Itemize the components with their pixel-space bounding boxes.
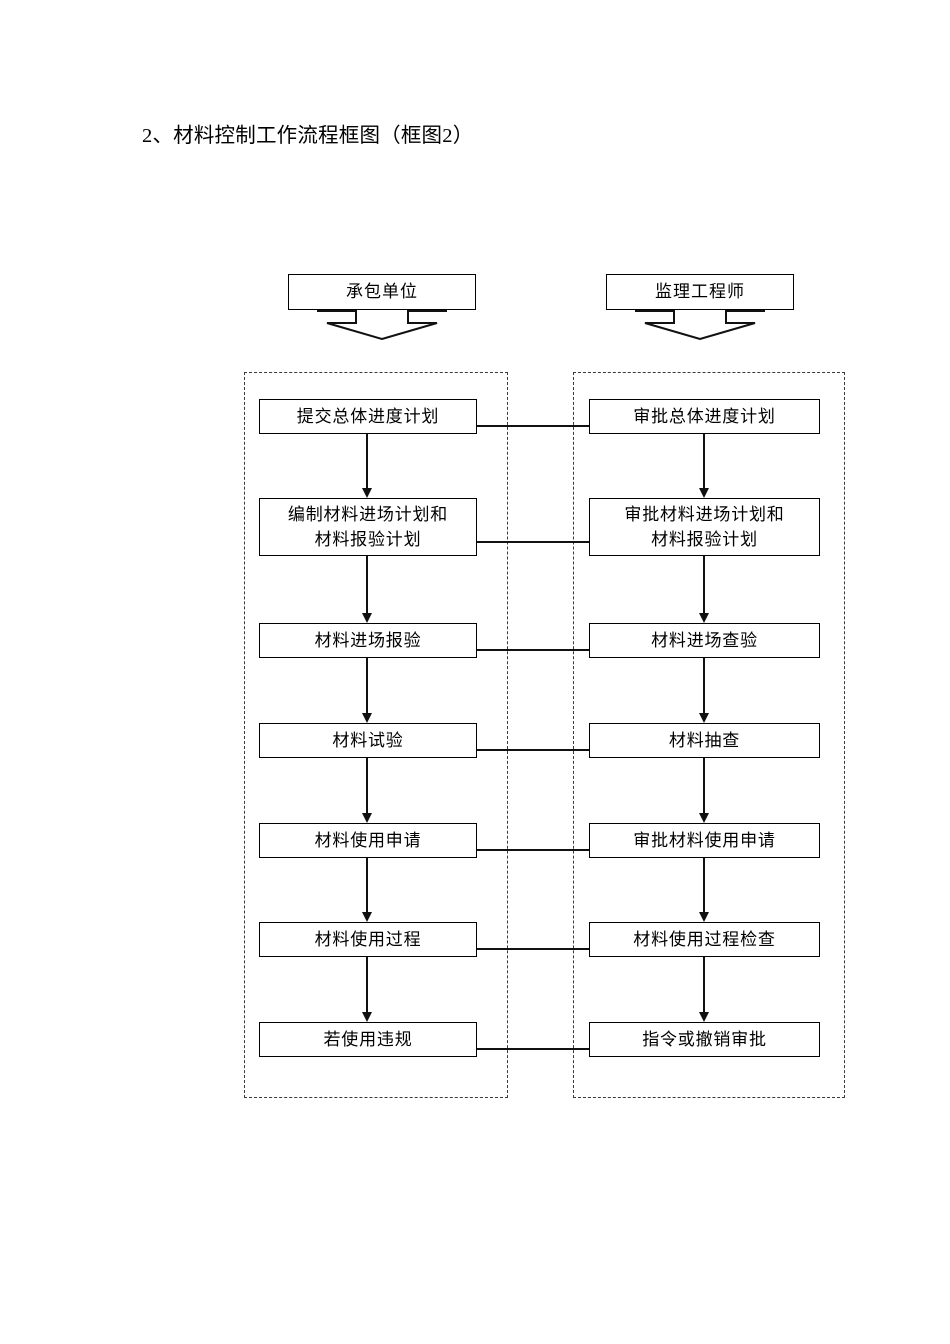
connector-row-1 (477, 425, 589, 427)
process-box-left-7-label: 若使用违规 (323, 1030, 413, 1049)
process-box-right-3-label: 材料进场查验 (651, 631, 758, 650)
connector-row-2 (477, 541, 589, 543)
down-block-arrow-icon-right (635, 310, 765, 340)
process-box-left-5-label: 材料使用申请 (314, 831, 422, 850)
process-box-right-5[interactable]: 审批材料使用申请 (589, 823, 820, 858)
arrow-down-right-4-5 (699, 758, 710, 823)
process-box-left-3[interactable]: 材料进场报验 (259, 623, 477, 658)
arrow-down-right-5-6 (699, 858, 710, 922)
arrow-down-right-6-7 (699, 957, 710, 1022)
process-box-left-7[interactable]: 若使用违规 (259, 1022, 477, 1057)
swimlane-supervisor (573, 372, 845, 1098)
process-box-left-4-label: 材料试验 (332, 731, 404, 750)
process-box-left-6-label: 材料使用过程 (314, 930, 422, 949)
arrow-down-left-1-2 (362, 434, 373, 498)
process-box-right-6[interactable]: 材料使用过程检查 (589, 922, 820, 957)
arrow-down-left-5-6 (362, 858, 373, 922)
process-box-right-6-label: 材料使用过程检查 (633, 930, 776, 949)
process-box-left-6[interactable]: 材料使用过程 (259, 922, 477, 957)
role-header-supervisor: 监理工程师 (606, 274, 794, 310)
process-box-right-4[interactable]: 材料抽查 (589, 723, 820, 758)
process-box-right-7-label: 指令或撤销审批 (642, 1030, 767, 1049)
page-title: 2、材料控制工作流程框图（框图2） (142, 125, 474, 147)
connector-row-3 (477, 649, 589, 651)
role-header-contractor-label: 承包单位 (346, 282, 418, 301)
connector-row-6 (477, 948, 589, 950)
arrow-down-right-2-3 (699, 556, 710, 623)
connector-row-4 (477, 749, 589, 751)
role-header-contractor: 承包单位 (288, 274, 476, 310)
process-box-left-3-label: 材料进场报验 (314, 631, 422, 650)
arrow-down-left-4-5 (362, 758, 373, 823)
process-box-right-2-label: 审批材料进场计划和 材料报验计划 (624, 505, 785, 549)
process-box-left-1-label: 提交总体进度计划 (296, 407, 440, 426)
process-box-left-5[interactable]: 材料使用申请 (259, 823, 477, 858)
down-block-arrow-icon-left (317, 310, 447, 340)
process-box-right-5-label: 审批材料使用申请 (633, 831, 776, 850)
swimlane-contractor (244, 372, 508, 1098)
process-box-right-7[interactable]: 指令或撤销审批 (589, 1022, 820, 1057)
process-box-left-1[interactable]: 提交总体进度计划 (259, 399, 477, 434)
arrow-down-left-2-3 (362, 556, 373, 623)
arrow-down-left-6-7 (362, 957, 373, 1022)
process-box-right-2[interactable]: 审批材料进场计划和 材料报验计划 (589, 498, 820, 556)
process-box-right-1-label: 审批总体进度计划 (633, 407, 776, 426)
process-box-left-2-label: 编制材料进场计划和 材料报验计划 (287, 505, 449, 549)
process-box-right-4-label: 材料抽查 (668, 731, 741, 750)
connector-row-7 (477, 1048, 589, 1050)
connector-row-5 (477, 849, 589, 851)
role-header-supervisor-label: 监理工程师 (655, 282, 745, 301)
arrow-down-right-1-2 (699, 434, 710, 498)
process-box-left-2[interactable]: 编制材料进场计划和 材料报验计划 (259, 498, 477, 556)
arrow-down-right-3-4 (699, 658, 710, 723)
arrow-down-left-3-4 (362, 658, 373, 723)
process-box-right-3[interactable]: 材料进场查验 (589, 623, 820, 658)
process-box-right-1[interactable]: 审批总体进度计划 (589, 399, 820, 434)
process-box-left-4[interactable]: 材料试验 (259, 723, 477, 758)
